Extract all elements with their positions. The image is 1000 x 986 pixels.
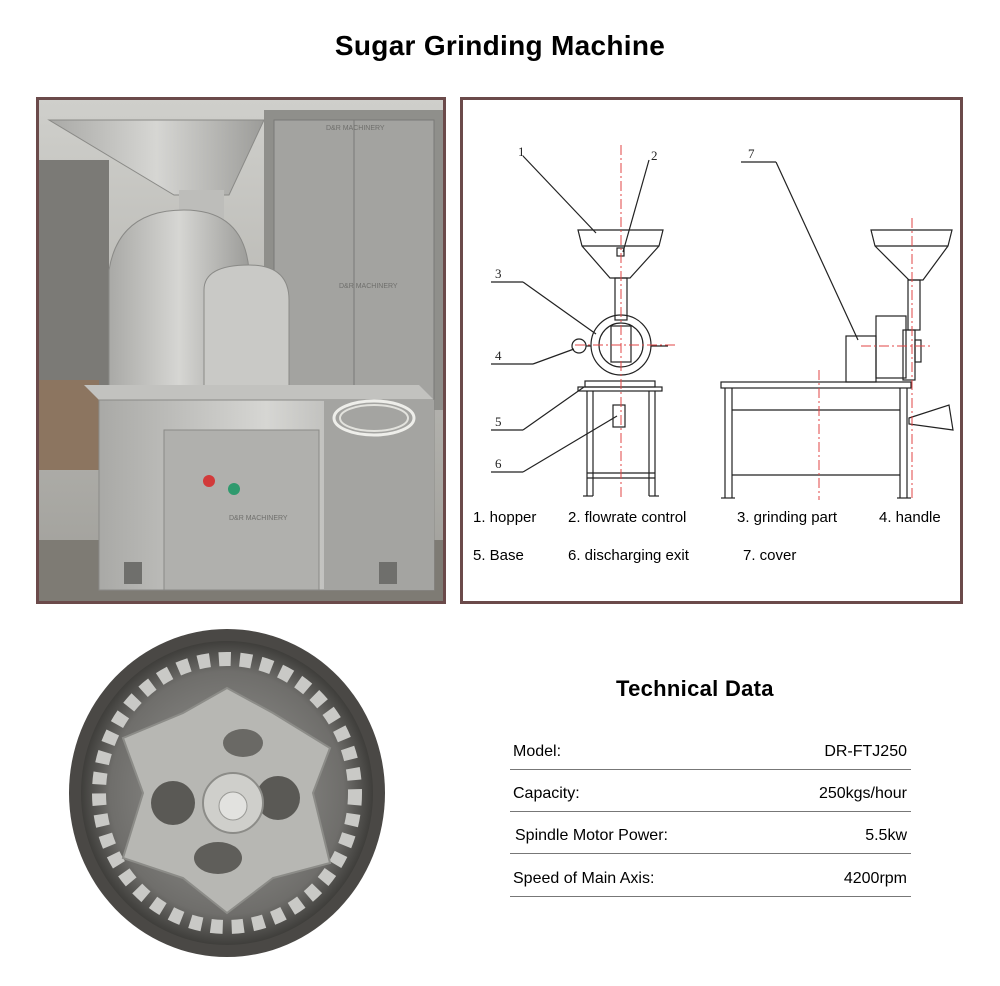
legend-item: 3. grinding part [737,509,838,526]
legend-item: 4. handle [879,509,941,526]
spec-label: Spindle Motor Power: [515,827,668,844]
machine-schematic: 1 2 3 4 5 6 7 1. hopper 2. flowrate cont… [460,97,963,604]
spec-value: 250kgs/hour [818,785,907,802]
machine-photo: D&R MACHINERY D&R MACHINERY D&R MACHINER… [36,97,446,604]
legend-item: 1. hopper [473,509,537,526]
page-title: Sugar Grinding Machine [334,30,666,61]
technical-data-title: Technical Data [616,676,774,701]
schematic-drawing: 1 2 3 4 5 6 7 [491,144,954,500]
spec-value: 4200rpm [843,870,907,887]
callout-number: 2 [651,148,658,163]
green-button-indicator [228,483,240,495]
spec-label: Capacity: [513,785,580,802]
callout-number: 7 [748,146,755,161]
red-button-indicator [203,475,215,487]
panel-label: D&R MACHINERY [326,125,385,132]
legend-item: 2. flowrate control [568,509,687,526]
panel-label: D&R MACHINERY [339,283,398,290]
spec-row-spindle-power: Spindle Motor Power: 5.5kw [510,812,911,854]
panel-label: D&R MACHINERY [229,515,288,522]
spec-row-model: Model: DR-FTJ250 [510,728,911,770]
legend-item: 6. discharging exit [568,547,689,564]
spec-value: 5.5kw [865,827,907,844]
spec-label: Model: [513,743,562,760]
legend-item: 7. cover [743,547,797,564]
callout-number: 3 [495,266,502,281]
spec-value: DR-FTJ250 [824,743,907,760]
grinding-rotor-image [69,629,385,957]
grinding-machine-image: D&R MACHINERY D&R MACHINERY D&R MACHINER… [39,100,443,601]
legend-item: 5. Base [473,547,524,564]
spec-row-main-axis-speed: Speed of Main Axis: 4200rpm [510,855,911,897]
callout-number: 5 [495,414,502,429]
spec-label: Speed of Main Axis: [513,870,655,887]
spec-row-capacity: Capacity: 250kgs/hour [510,770,911,812]
callout-number: 6 [495,456,502,471]
callout-number: 4 [495,348,502,363]
callout-number: 1 [518,144,525,159]
